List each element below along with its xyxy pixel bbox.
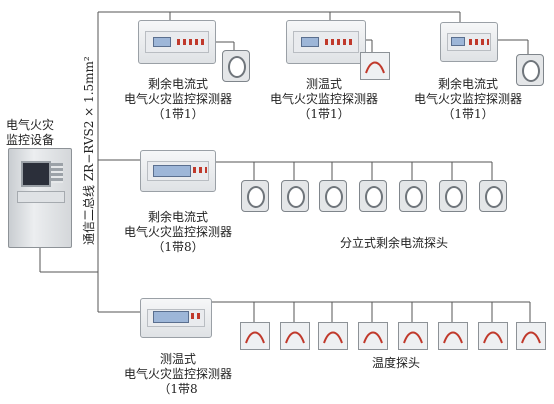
temperature-probe-icon	[478, 322, 508, 350]
temperature-probe-icon	[398, 322, 428, 350]
detector-unit-icon	[440, 22, 498, 62]
current-transformer-icon	[516, 54, 544, 86]
temperature-probe-icon	[280, 322, 310, 350]
top-detector-label-1: 剩余电流式 电气火灾监控探测器 （1带1）	[123, 77, 232, 121]
current-transformer-icon	[479, 180, 507, 212]
current-transformer-icon	[399, 180, 427, 212]
detector-unit-icon	[286, 20, 366, 64]
current-transformer-icon	[222, 50, 250, 82]
controller-cabinet-icon	[8, 148, 72, 248]
temperature-probe-icon	[358, 322, 388, 350]
current-transformer-icon	[281, 180, 309, 212]
top-detector-label-3: 剩余电流式 电气火灾监控探测器 （1带1）	[413, 77, 522, 121]
mid-detector-label: 剩余电流式 电气火灾监控探测器 （1带8）	[123, 210, 232, 254]
temperature-probe-icon	[438, 322, 468, 350]
temperature-probe-icon	[318, 322, 348, 350]
detector-unit-icon	[138, 20, 216, 64]
mid-sensor-label: 分立式剩余电流探头	[339, 236, 448, 250]
current-transformer-icon	[359, 180, 387, 212]
temperature-probe-icon	[516, 322, 546, 350]
bottom-sensor-label: 温度探头	[371, 356, 420, 370]
detector-unit-icon	[140, 298, 212, 338]
detector-unit-icon	[140, 150, 216, 192]
controller-label: 电气火灾 监控设备	[6, 118, 55, 147]
current-transformer-icon	[241, 180, 269, 212]
temperature-probe-icon	[240, 322, 270, 350]
current-transformer-icon	[439, 180, 467, 212]
temperature-probe-icon	[360, 52, 390, 80]
bus-label: 通信二总线 ZR−RVS2 × 1.5mm²	[82, 56, 96, 245]
bottom-detector-label: 测温式 电气火灾监控探测器 （1带8	[123, 352, 232, 396]
current-transformer-icon	[319, 180, 347, 212]
top-detector-label-2: 测温式 电气火灾监控探测器 （1带1）	[269, 77, 378, 121]
